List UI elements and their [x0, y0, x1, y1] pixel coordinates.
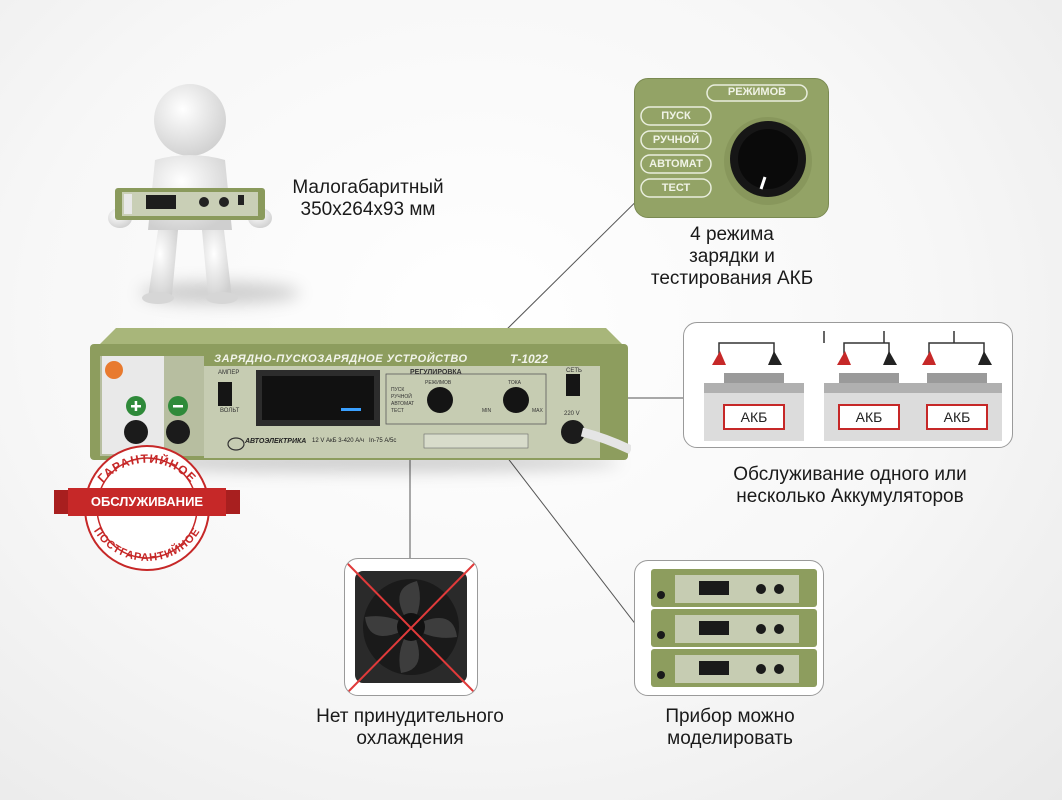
label-ampere: АМПЕР: [218, 370, 240, 376]
cooling-caption-line1: Нет принудительного: [316, 706, 504, 727]
warranty-stamp: ГАРАНТИЙНОЕ ПОСТГАРАНТИЙНОЕ: [54, 445, 240, 571]
label-modes: РЕЖИМОВ: [425, 380, 452, 386]
label-regulation: РЕГУЛИРОВКА: [410, 369, 462, 376]
stamp-ribbon: ОБСЛУЖИВАНИЕ: [90, 494, 204, 509]
stack-caption: Прибор можно моделировать: [610, 706, 850, 750]
battery-2-label: АКБ: [855, 409, 883, 425]
battery-2: [824, 342, 914, 441]
batteries-panel: АКБ АКБ АКБ: [683, 322, 1013, 448]
mode-label-auto: АВТОМАТ: [649, 158, 703, 170]
label-max: MAX: [532, 408, 543, 414]
cooling-caption-line2: охлаждения: [356, 728, 464, 749]
modes-closeup-art: [635, 79, 828, 217]
device-mode-2: АВТОМАТ: [391, 401, 415, 407]
battery-3: [912, 342, 1002, 441]
fan-panel: [344, 558, 478, 696]
mode-label-test: ТЕСТ: [661, 182, 691, 194]
compact-caption: Малогабаритный 350х264х93 мм: [258, 177, 478, 221]
device-mode-3: ТЕСТ: [391, 408, 404, 414]
mode-label-start: ПУСК: [661, 110, 691, 122]
modes-caption: 4 режима зарядки и тестирования АКБ: [622, 224, 842, 290]
stack-caption-line2: моделировать: [667, 728, 793, 749]
batteries-caption-line1: Обслуживание одного или: [733, 464, 967, 485]
compact-caption-line1: Малогабаритный: [292, 177, 444, 198]
stacked-devices-art: [651, 569, 817, 687]
label-volt: ВОЛЬТ: [220, 408, 240, 414]
fan-icon: [346, 562, 476, 694]
modes-caption-line2: зарядки и: [689, 246, 775, 267]
device-spec: 12 V АкБ 3-420 А/ч In-75 А/5с: [312, 438, 397, 444]
battery-3-label: АКБ: [943, 409, 971, 425]
main-device: [90, 328, 631, 460]
battery-1-label: АКБ: [740, 409, 768, 425]
cooling-caption: Нет принудительного охлаждения: [290, 706, 530, 750]
stacked-devices-panel: [634, 560, 824, 696]
label-min: MIN: [482, 408, 492, 414]
device-mode-list: ПУСК РУЧНОЙ АВТОМАТ ТЕСТ: [391, 387, 414, 415]
compact-caption-line2: 350х264х93 мм: [300, 199, 436, 220]
label-network: СЕТЬ: [566, 368, 582, 374]
modes-closeup-header: РЕЖИМОВ: [727, 86, 787, 98]
mode-label-manual: РУЧНОЙ: [652, 134, 700, 146]
battery-1: [704, 342, 804, 441]
device-mode-1: РУЧНОЙ: [391, 394, 412, 400]
label-current: ТОКА: [508, 380, 521, 386]
modes-caption-line3: тестирования АКБ: [650, 268, 814, 289]
batteries-caption-line2: несколько Аккумуляторов: [736, 486, 964, 507]
device-model: Т-1022: [510, 352, 549, 366]
batteries-caption: Обслуживание одного или несколько Аккуму…: [700, 464, 1000, 508]
device-mode-0: ПУСК: [391, 387, 405, 393]
modes-closeup: РЕЖИМОВ ПУСК РУЧНОЙ АВТОМАТ ТЕСТ: [634, 78, 829, 218]
label-220v: 220 V: [564, 411, 580, 417]
person-figure: [108, 84, 272, 304]
modes-caption-line1: 4 режима: [690, 224, 774, 245]
device-title: ЗАРЯДНО-ПУСКОЗАРЯДНОЕ УСТРОЙСТВО: [214, 353, 468, 365]
stack-caption-line1: Прибор можно: [665, 706, 795, 727]
batteries-art: [704, 331, 1002, 441]
device-brand: АВТОЭЛЕКТРИКА: [245, 438, 307, 445]
